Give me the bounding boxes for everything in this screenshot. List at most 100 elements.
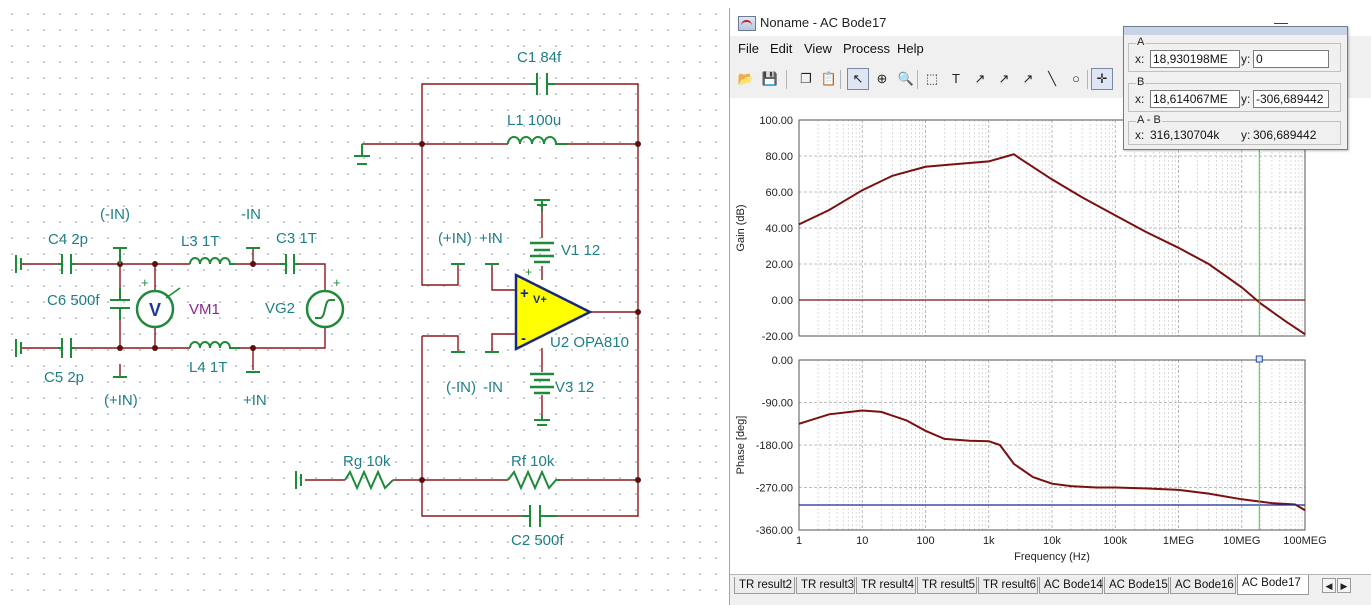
open-icon[interactable]: 📂 (737, 71, 755, 86)
tab-ac-bode14[interactable]: AC Bode14 (1039, 577, 1103, 594)
capacitor-c1[interactable] (530, 73, 555, 95)
response-curve (798, 409, 1306, 512)
cursor-b-group: B x: 18,614067ME y: -306,689442 (1128, 76, 1341, 112)
label-v3: V3 12 (555, 379, 594, 396)
circuit-schematic[interactable]: V + + + + - V+ C4 2p C6 500f C5 2p (-IN)… (0, 0, 735, 605)
toolbar: 📂 💾 ❐ 📋 ↖ ⊕ 🔍 ⬚ T ↗ ↗ ↗ ╲ ○ ✛ (730, 68, 1371, 94)
text-tool-icon[interactable]: T (952, 71, 960, 86)
curve-label3-icon[interactable]: ↗ (1022, 71, 1034, 86)
tab-tr-result5[interactable]: TR result5 (917, 577, 977, 594)
inductor-l3[interactable] (189, 257, 235, 265)
tab-tr-result6[interactable]: TR result6 (978, 577, 1038, 594)
label-in-neg-top: (-IN) (100, 206, 130, 223)
label-in-pos-bottom: (+IN) (104, 392, 138, 409)
y-axis-label: Phase [deg] (735, 416, 747, 475)
tab-tr-result4[interactable]: TR result4 (856, 577, 916, 594)
label-pos-in-mid: +IN (479, 230, 503, 247)
x-tick-label: 1MEG (1163, 535, 1194, 547)
capacitor-c6[interactable] (110, 288, 130, 320)
label-vm1: VM1 (189, 301, 220, 318)
y-tick-label: 20.00 (765, 259, 793, 271)
vm1-letter: V (149, 300, 161, 320)
tab-tr-result3[interactable]: TR result3 (796, 577, 855, 594)
x-axis-label: Frequency (Hz) (1014, 551, 1090, 563)
capacitor-c5[interactable] (58, 338, 75, 358)
paste-icon[interactable]: 📋 (820, 71, 838, 86)
y-tick-label: -360.00 (756, 525, 793, 537)
cursor-b-y-field[interactable]: -306,689442 (1253, 90, 1329, 108)
schematic-labels: C4 2p C6 500f C5 2p (-IN) L3 1T -IN C3 1… (44, 49, 629, 549)
menu-process[interactable]: Process (843, 41, 890, 56)
y-tick-label: 100.00 (759, 115, 793, 127)
voltmeter-vm1[interactable]: V + (135, 275, 181, 329)
bode-window[interactable]: Noname - AC Bode17 — File Edit View Proc… (729, 8, 1371, 605)
pointer-icon[interactable]: ↖ (847, 68, 869, 90)
x-tick-label: 1 (796, 535, 802, 547)
x-tick-label: 10MEG (1223, 535, 1260, 547)
menu-edit[interactable]: Edit (770, 41, 793, 56)
cursor-a-group: A x: 18,930198ME y: 0 (1128, 36, 1341, 72)
tab-ac-bode17[interactable]: AC Bode17 (1237, 575, 1309, 595)
battery-v3[interactable] (530, 372, 554, 395)
capacitor-c3[interactable] (280, 254, 300, 274)
bode-plots[interactable]: 100.0080.0060.0040.0020.000.00-20.00Gain… (730, 98, 1371, 574)
x-tick-label: 10k (1043, 535, 1061, 547)
y-tick-label: 40.00 (765, 223, 793, 235)
cursor-handle[interactable] (1255, 355, 1263, 363)
battery-v1[interactable]: + (525, 241, 554, 279)
inductor-l4[interactable] (189, 341, 240, 349)
tab-ac-bode16[interactable]: AC Bode16 (1170, 577, 1236, 594)
resistor-rg[interactable] (344, 469, 394, 491)
menu-view[interactable]: View (804, 41, 832, 56)
cursor-a-y-field[interactable]: 0 (1253, 50, 1329, 68)
capacitor-c2[interactable] (522, 505, 557, 527)
label-c2: C2 500f (511, 532, 564, 549)
cursor-readout-panel[interactable]: A x: 18,930198ME y: 0 B x: 18,614067ME y… (1123, 26, 1348, 150)
line-tool-icon[interactable]: ╲ (1048, 71, 1056, 86)
cursor-a-y-label: y: (1241, 52, 1251, 66)
label-c3: C3 1T (276, 230, 317, 247)
cursor-panel-header[interactable] (1124, 27, 1347, 35)
generator-vg2[interactable]: + (305, 275, 345, 329)
v1-plus: + (525, 265, 532, 279)
label-c5: C5 2p (44, 369, 84, 386)
tab-tr-result2[interactable]: TR result2 (734, 577, 795, 594)
zoom-100-icon[interactable]: 🔍 (897, 71, 915, 86)
cursor-diff-x-label: x: (1135, 128, 1145, 142)
cursor-diff-group: A - B x: 316,130704k y: 306,689442 (1128, 114, 1341, 145)
capacitor-c4[interactable] (58, 254, 75, 274)
tab-scroll-right-icon[interactable]: ▶ (1337, 578, 1351, 593)
curve-label2-icon[interactable]: ↗ (998, 71, 1010, 86)
resistor-rf[interactable] (507, 469, 560, 491)
ellipse-tool-icon[interactable]: ○ (1072, 71, 1080, 86)
vg2-plus: + (333, 275, 341, 290)
cursor-a-x-field[interactable]: 18,930198ME (1150, 50, 1240, 68)
zoom-in-icon[interactable]: ⊕ (876, 71, 888, 86)
x-tick-label: 100MEG (1283, 535, 1326, 547)
label-rg: Rg 10k (343, 453, 391, 470)
save-icon[interactable]: 💾 (761, 71, 779, 86)
tab-ac-bode15[interactable]: AC Bode15 (1104, 577, 1169, 594)
label-in-pos-mid: (+IN) (438, 230, 472, 247)
tab-scroll-left-icon[interactable]: ◀ (1322, 578, 1336, 593)
curve-label-icon[interactable]: ↗ (974, 71, 986, 86)
opamp-vplus-pin: V+ (533, 294, 547, 306)
app-icon (738, 16, 756, 31)
y-tick-label: -180.00 (756, 440, 793, 452)
opamp-minus-input: - (521, 330, 526, 347)
inductor-l1[interactable] (507, 136, 568, 145)
y-tick-label: 0.00 (772, 295, 793, 307)
label-vg2: VG2 (265, 300, 295, 317)
cursor-diff-x-value: 316,130704k (1150, 128, 1220, 142)
terminals (113, 247, 499, 378)
menu-file[interactable]: File (738, 41, 759, 56)
copy-icon[interactable]: ❐ (800, 71, 812, 86)
cursor-b-x-field[interactable]: 18,614067ME (1150, 90, 1240, 108)
cursor-tool-icon[interactable]: ✛ (1091, 68, 1113, 90)
opamp-u2[interactable]: + - V+ (514, 272, 593, 352)
menu-help[interactable]: Help (897, 41, 924, 56)
zoom-region-icon[interactable]: ⬚ (925, 71, 939, 86)
